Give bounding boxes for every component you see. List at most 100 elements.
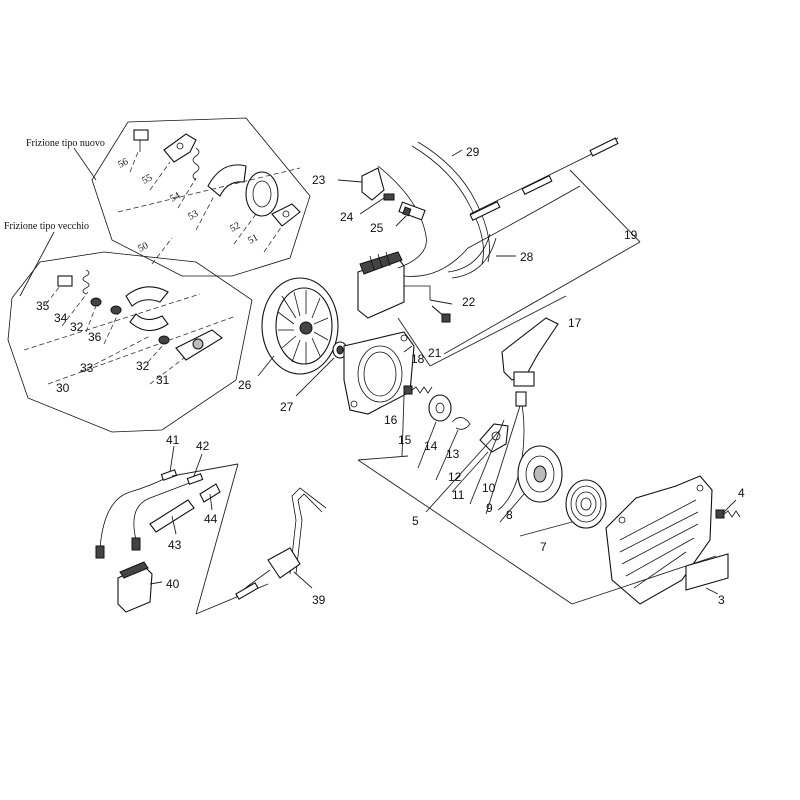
part-15-washer [428,394,452,422]
part-39-ht-lead [235,487,327,600]
part-22-screw [431,305,451,323]
part-40-ignition-module [117,561,153,613]
label-52: 52 [228,220,242,234]
part-42-terminal [186,473,204,485]
old-clutch-outline [7,251,253,433]
part-18-stator-plate [343,331,415,415]
part-23-plug-boot [361,167,385,201]
label-25: 25 [370,221,384,235]
part-32-washer-c [158,335,170,345]
new-clutch-caption-leader [73,147,97,181]
label-13: 13 [446,447,460,461]
label-16: 16 [384,413,398,427]
label-3: 3 [718,593,725,607]
part-41-terminal [160,469,178,481]
part-14-spring-clip [451,417,471,430]
new-clutch-parts [133,129,301,227]
part-26-flywheel [261,277,339,375]
label-39: 39 [312,593,326,607]
part-53-shoe [207,164,247,197]
label-11: 11 [452,488,465,502]
part-21-ignition-module [357,251,405,319]
label-28: 28 [520,250,534,264]
old-clutch-leaders [23,285,237,385]
part-32-washer-b [110,305,122,315]
part-35-bolt [57,275,73,287]
label-14: 14 [424,439,438,453]
label-12: 12 [448,470,462,484]
label-10: 10 [482,481,496,495]
label-30: 30 [56,381,70,395]
label-44: 44 [204,512,218,526]
part-25-spark-plug [398,201,426,221]
label-19: 19 [624,228,638,242]
starter-leaders [357,395,737,605]
label-53: 53 [186,208,200,222]
label-29: 29 [466,145,480,159]
label-55: 55 [140,172,154,186]
label-9: 9 [486,501,493,515]
part-8-pulley [517,445,563,503]
label-26: 26 [238,378,252,392]
label-51: 51 [246,232,260,246]
part-10-starter-rope [497,391,527,511]
label-4: 4 [738,486,745,500]
part-34-spring [82,269,90,295]
part-51-hub [271,203,301,227]
label-54: 54 [168,190,182,204]
part-28-sleeve-a [447,233,491,273]
label-7: 7 [540,540,547,554]
part-41-lug [95,545,105,559]
label-40: 40 [166,577,180,591]
label-27: 27 [280,400,294,414]
part-7-recoil-spring [565,479,607,529]
label-32-a: 32 [70,320,84,334]
old-clutch-caption-leader [19,231,55,297]
label-31: 31 [156,373,170,387]
label-33: 33 [80,361,94,375]
part-number-labels: 3 4 5 7 8 9 10 11 12 13 14 15 16 17 18 1… [36,145,745,607]
part-16-screw [403,385,433,395]
part-36-shoe-lower [129,313,169,332]
part-41-wire [99,477,167,549]
label-42: 42 [196,439,210,453]
label-41: 41 [166,433,180,447]
label-35: 35 [36,299,50,313]
part-28-sleeve-b [451,237,497,279]
part-54-spring [192,147,200,181]
part-36-shoe-upper [125,286,169,307]
label-34: 34 [54,311,68,325]
label-8: 8 [506,508,513,522]
lower-left-leaders [149,445,313,589]
part-29-cable-sleeve-a [411,145,484,265]
label-24: 24 [340,210,354,224]
label-43: 43 [168,538,182,552]
new-clutch-outline [91,117,311,277]
label-18: 18 [411,352,425,366]
label-32-b: 32 [136,359,150,373]
label-15: 15 [398,433,412,447]
part-29-cable-sleeve-b [417,141,490,263]
part-32-washer-a [90,297,102,307]
part-44-sleeve [199,483,221,503]
stop-wire [403,185,581,277]
ignition-cable [377,165,427,269]
part-42-wire [133,481,193,541]
part-42-lug [131,537,141,551]
old-clutch-caption: Frizione tipo vecchio [4,221,89,232]
part-3-decal [685,553,729,591]
label-36: 36 [88,330,102,344]
old-clutch-parts [57,269,223,361]
part-56-bolt [133,129,149,141]
part-52-drum [245,171,279,217]
label-21: 21 [428,346,442,360]
part-24-spring-clip [383,193,395,201]
label-22: 22 [462,295,476,309]
label-5: 5 [412,514,419,528]
new-clutch-caption: Frizione tipo nuovo [26,138,105,149]
group-bracket [171,463,239,615]
module-leaders [257,149,641,397]
new-clutch-leaders [117,151,301,265]
